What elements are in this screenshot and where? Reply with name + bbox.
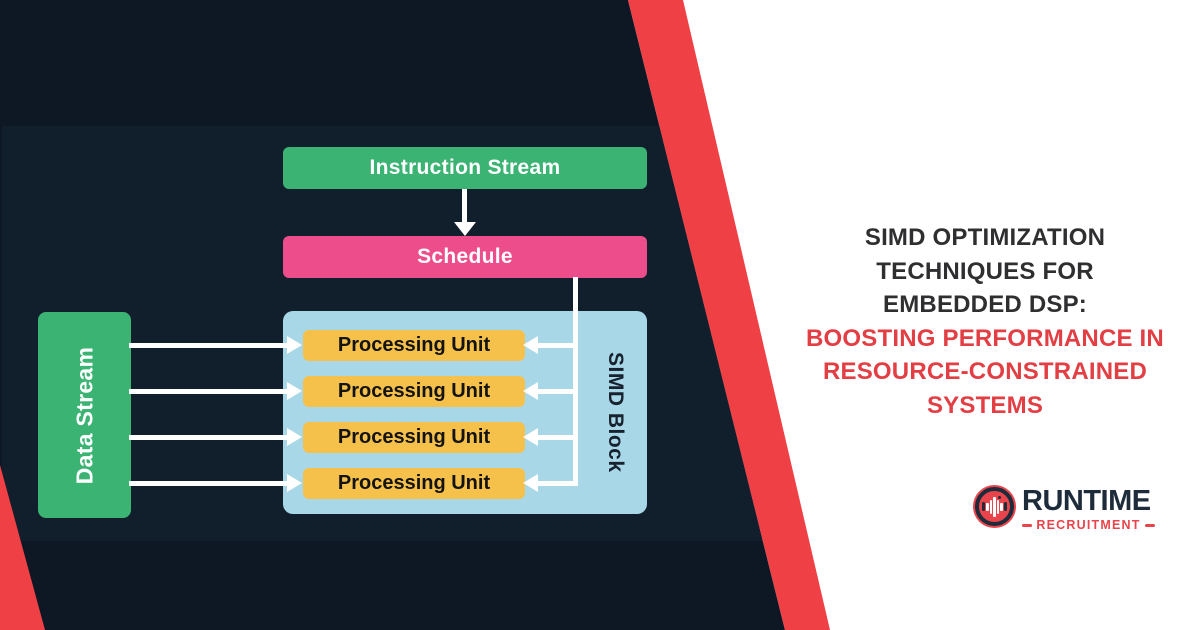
waveform-bar xyxy=(1000,502,1003,511)
dumbbell-handle-icon xyxy=(1003,502,1008,511)
title-line: RESOURCE-CONSTRAINED xyxy=(822,358,1147,385)
title-line: SYSTEMS xyxy=(926,391,1044,419)
data-arrow-line xyxy=(129,343,287,348)
processing-unit-box: Processing Unit xyxy=(303,422,525,453)
schedule-box: Schedule xyxy=(283,236,647,278)
title-line: EMBEDDED DSP: xyxy=(883,291,1087,318)
page-title: SIMD OPTIMIZATION TECHNIQUES FOR EMBEDDE… xyxy=(795,221,1175,422)
schedule-branch-line xyxy=(538,389,576,394)
data-arrow-line xyxy=(129,481,287,486)
logo-dot-icon xyxy=(998,496,1001,499)
tagline-dash-icon xyxy=(1144,523,1155,527)
right-arrowhead-icon xyxy=(287,336,302,354)
right-arrowhead-icon xyxy=(287,428,302,446)
left-arrowhead-icon xyxy=(523,382,538,400)
processing-unit-box: Processing Unit xyxy=(303,468,525,499)
title-line: TECHNIQUES FOR xyxy=(876,257,1094,285)
processing-unit-label: Processing Unit xyxy=(337,334,491,356)
instruction-stream-box: Instruction Stream xyxy=(283,147,647,189)
instruction-stream-label: Instruction Stream xyxy=(369,156,561,179)
schedule-label: Schedule xyxy=(417,245,513,268)
processing-unit-box: Processing Unit xyxy=(303,376,525,407)
tagline-dash-icon xyxy=(1022,523,1032,527)
schedule-branch-line xyxy=(538,435,576,440)
left-arrowhead-icon xyxy=(523,336,538,354)
waveform-bar xyxy=(989,499,993,514)
down-arrowhead-icon xyxy=(454,222,476,236)
schedule-branch-line xyxy=(538,481,576,486)
data-stream-box: Data Stream xyxy=(38,312,131,518)
runtime-logo-icon xyxy=(973,485,1016,528)
processing-unit-box: Processing Unit xyxy=(303,330,525,361)
data-arrow-line xyxy=(129,435,287,440)
title-line: BOOSTING PERFORMANCE IN xyxy=(806,324,1164,352)
simd-block-label: SIMD Block xyxy=(604,352,627,473)
logo-tagline: RECRUITMENT xyxy=(1022,518,1155,532)
simd-block-label-wrap: SIMD Block xyxy=(594,311,636,514)
schedule-trunk-line xyxy=(573,277,578,486)
title-line: SIMD OPTIMIZATION xyxy=(864,224,1106,251)
dumbbell-handle-icon xyxy=(981,502,986,511)
waveform-bar xyxy=(986,502,989,511)
waveform-bar xyxy=(996,499,1000,514)
data-stream-label: Data Stream xyxy=(71,346,97,484)
logo-tagline-text: RECRUITMENT xyxy=(1036,518,1141,532)
schedule-branch-line xyxy=(538,343,576,348)
waveform-dumbbell-icon xyxy=(975,487,1014,526)
left-arrowhead-icon xyxy=(523,428,538,446)
right-arrowhead-icon xyxy=(287,474,302,492)
logo-brand-text: RUNTIME xyxy=(1022,485,1151,517)
processing-unit-label: Processing Unit xyxy=(337,380,491,402)
waveform-bar xyxy=(993,496,996,517)
right-arrowhead-icon xyxy=(287,382,302,400)
processing-unit-label: Processing Unit xyxy=(337,472,491,494)
processing-unit-label: Processing Unit xyxy=(337,426,491,448)
left-arrowhead-icon xyxy=(523,474,538,492)
down-arrow-icon xyxy=(462,189,467,223)
data-arrow-line xyxy=(129,389,287,394)
